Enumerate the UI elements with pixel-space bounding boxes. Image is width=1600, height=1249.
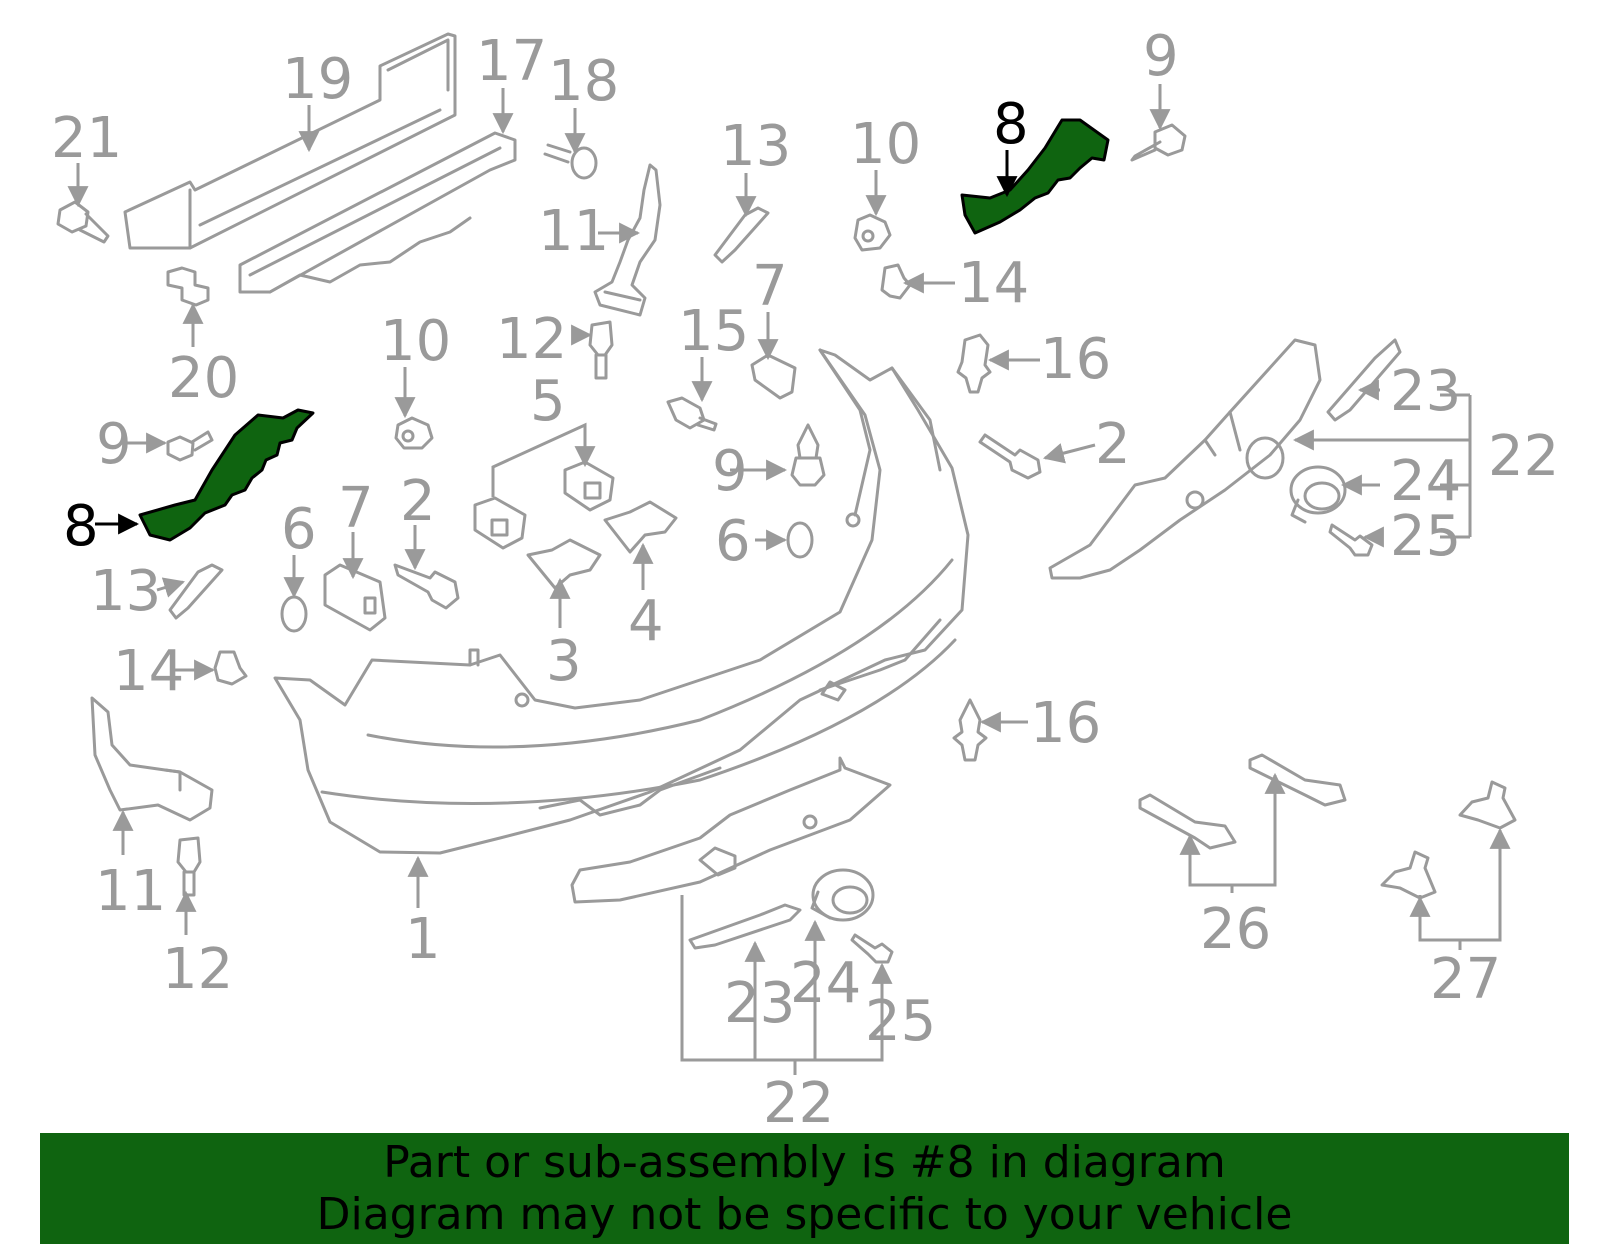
part-6-plug-center: [786, 521, 814, 559]
part-9-screw-left: [166, 430, 214, 462]
part-16-pushpin-upper: [956, 333, 992, 394]
callout-19: 19: [282, 47, 353, 112]
parts-diagram: 19 17 18 21 20 11 13 10 14 9 8 12 7 15 1…: [51, 24, 1559, 1130]
part-9-screw-upper: [1130, 123, 1187, 162]
part-20-bolt: [166, 266, 210, 307]
part-27-pieces: [1380, 780, 1517, 900]
callout-labels: 19 17 18 21 20 11 13 10 14 9 8 12 7 15 1…: [51, 24, 1559, 1130]
callout-17: 17: [476, 29, 547, 94]
callout-1: 1: [405, 907, 441, 972]
leader-lines: [67, 84, 1511, 1075]
part-12-clip-upper: [588, 320, 614, 380]
callout-13-upper: 13: [720, 114, 791, 179]
callout-25-lower: 25: [865, 989, 936, 1054]
part-2-screw-upper: [978, 433, 1042, 480]
callout-14-upper: 14: [958, 251, 1029, 316]
part-5-clip-right: [563, 460, 615, 512]
callout-22-lower: 22: [763, 1071, 834, 1130]
part-23-trim-lower: [688, 903, 802, 950]
callout-6-center: 6: [715, 509, 751, 574]
callout-5: 5: [530, 369, 566, 434]
part-24-sensor-lower: [810, 868, 875, 922]
callout-8-left: 8: [63, 494, 99, 559]
callout-16-upper: 16: [1040, 327, 1111, 392]
callout-16-lower: 16: [1030, 691, 1101, 756]
callout-18: 18: [548, 49, 619, 114]
callout-6-left: 6: [281, 497, 317, 562]
part-17-reinforcement: [238, 131, 517, 294]
part-8-right-shape: [960, 118, 1110, 235]
callout-26: 26: [1200, 897, 1271, 962]
callout-15: 15: [678, 299, 749, 364]
part-1-bumper-cover: [273, 348, 970, 855]
part-25-screw-right: [1328, 523, 1374, 557]
callout-9-left: 9: [96, 412, 132, 477]
callout-14-lower: 14: [113, 639, 184, 704]
callout-24-right: 24: [1390, 449, 1461, 514]
part-5-clip-left: [473, 496, 527, 550]
part-7-sensor-lower: [323, 563, 387, 632]
part-10-clip-upper: [853, 213, 892, 252]
callout-9-upper: 9: [1143, 24, 1179, 89]
part-3-bracket: [526, 538, 602, 590]
part-26-pieces: [1138, 753, 1347, 850]
part-24-sensor-right: [1289, 465, 1347, 524]
callout-10-upper: 10: [850, 112, 921, 177]
part-21-bolt: [56, 200, 110, 244]
callout-23-lower: 23: [724, 971, 795, 1036]
callout-12-upper: 12: [496, 307, 567, 372]
part-6-plug-left: [280, 595, 308, 633]
callout-11-upper: 11: [538, 199, 609, 264]
part-8-bracket-left: [138, 408, 315, 542]
callout-22-right: 22: [1488, 424, 1559, 489]
callout-2-upper: 2: [1095, 412, 1131, 477]
part-22-right-assembly: [1048, 338, 1322, 580]
callout-12-lower: 12: [162, 937, 233, 1002]
callout-3: 3: [546, 629, 582, 694]
part-22-lower-assembly: [570, 756, 892, 904]
part-8-bracket-right: [960, 118, 1110, 235]
part-23-trim-right: [1326, 338, 1402, 422]
callout-24-lower: 24: [790, 951, 861, 1016]
part-18-pin: [543, 143, 598, 180]
part-7-sensor-upper: [750, 353, 797, 400]
callout-21: 21: [51, 106, 122, 171]
callout-23-right: 23: [1390, 359, 1461, 424]
banner-line-2: Diagram may not be specific to your vehi…: [316, 1189, 1293, 1240]
callout-7-upper: 7: [752, 254, 788, 319]
part-10-clip-lower: [394, 416, 434, 450]
part-19-absorber: [123, 32, 457, 250]
part-11-bracket-lower: [90, 696, 214, 822]
part-16-pushpin-lower: [952, 698, 988, 762]
banner-line-1: Part or sub-assembly is #8 in diagram: [383, 1137, 1226, 1188]
part-15-clip: [666, 396, 718, 432]
part-25-screw-lower: [850, 933, 894, 964]
callout-20: 20: [168, 346, 239, 411]
callout-2-lower: 2: [400, 469, 436, 534]
part-9-screw-center: [790, 423, 826, 487]
part-2-screw-lower: [393, 563, 460, 610]
part-14-clip-lower: [213, 650, 248, 686]
part-4-bracket: [603, 500, 678, 554]
part-13-trim-lower: [168, 563, 224, 620]
callout-13-lower: 13: [90, 559, 161, 624]
callout-7-lower: 7: [338, 476, 374, 541]
callout-8-upper: 8: [993, 92, 1029, 157]
callout-11-lower: 11: [95, 859, 166, 924]
part-8-left-shape: [138, 408, 315, 542]
callout-9-center: 9: [712, 439, 748, 504]
info-banner: Part or sub-assembly is #8 in diagram Di…: [40, 1133, 1569, 1244]
callout-25-right: 25: [1390, 504, 1461, 569]
part-12-clip-lower: [176, 836, 202, 897]
callout-27: 27: [1430, 947, 1501, 1012]
callout-4: 4: [628, 589, 664, 654]
callout-10-lower: 10: [380, 309, 451, 374]
